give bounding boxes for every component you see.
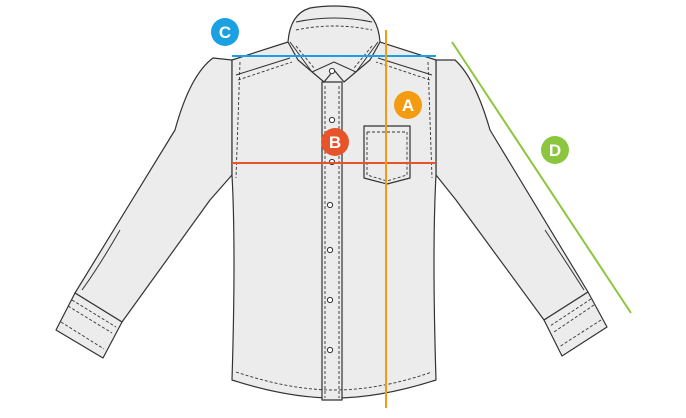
marker-d-label: D	[549, 141, 561, 160]
right-sleeve	[435, 59, 589, 321]
right-cuff	[543, 291, 608, 357]
collar	[287, 5, 381, 83]
button-placket	[321, 81, 343, 401]
shirt-buttons	[326, 67, 336, 354]
marker-c: C	[211, 18, 239, 46]
marker-a-circle	[394, 91, 422, 119]
measure-line-d-sleeve	[451, 41, 632, 314]
marker-b: B	[321, 128, 349, 156]
marker-c-label: C	[219, 23, 231, 42]
left-sleeve	[74, 57, 233, 323]
marker-a-label: A	[402, 96, 414, 115]
marker-b-label: B	[329, 133, 341, 152]
marker-b-circle	[321, 128, 349, 156]
marker-d: D	[541, 136, 569, 164]
marker-d-circle	[541, 136, 569, 164]
marker-c-circle	[211, 18, 239, 46]
marker-a: A	[394, 91, 422, 119]
shirt-illustration	[55, 5, 608, 401]
